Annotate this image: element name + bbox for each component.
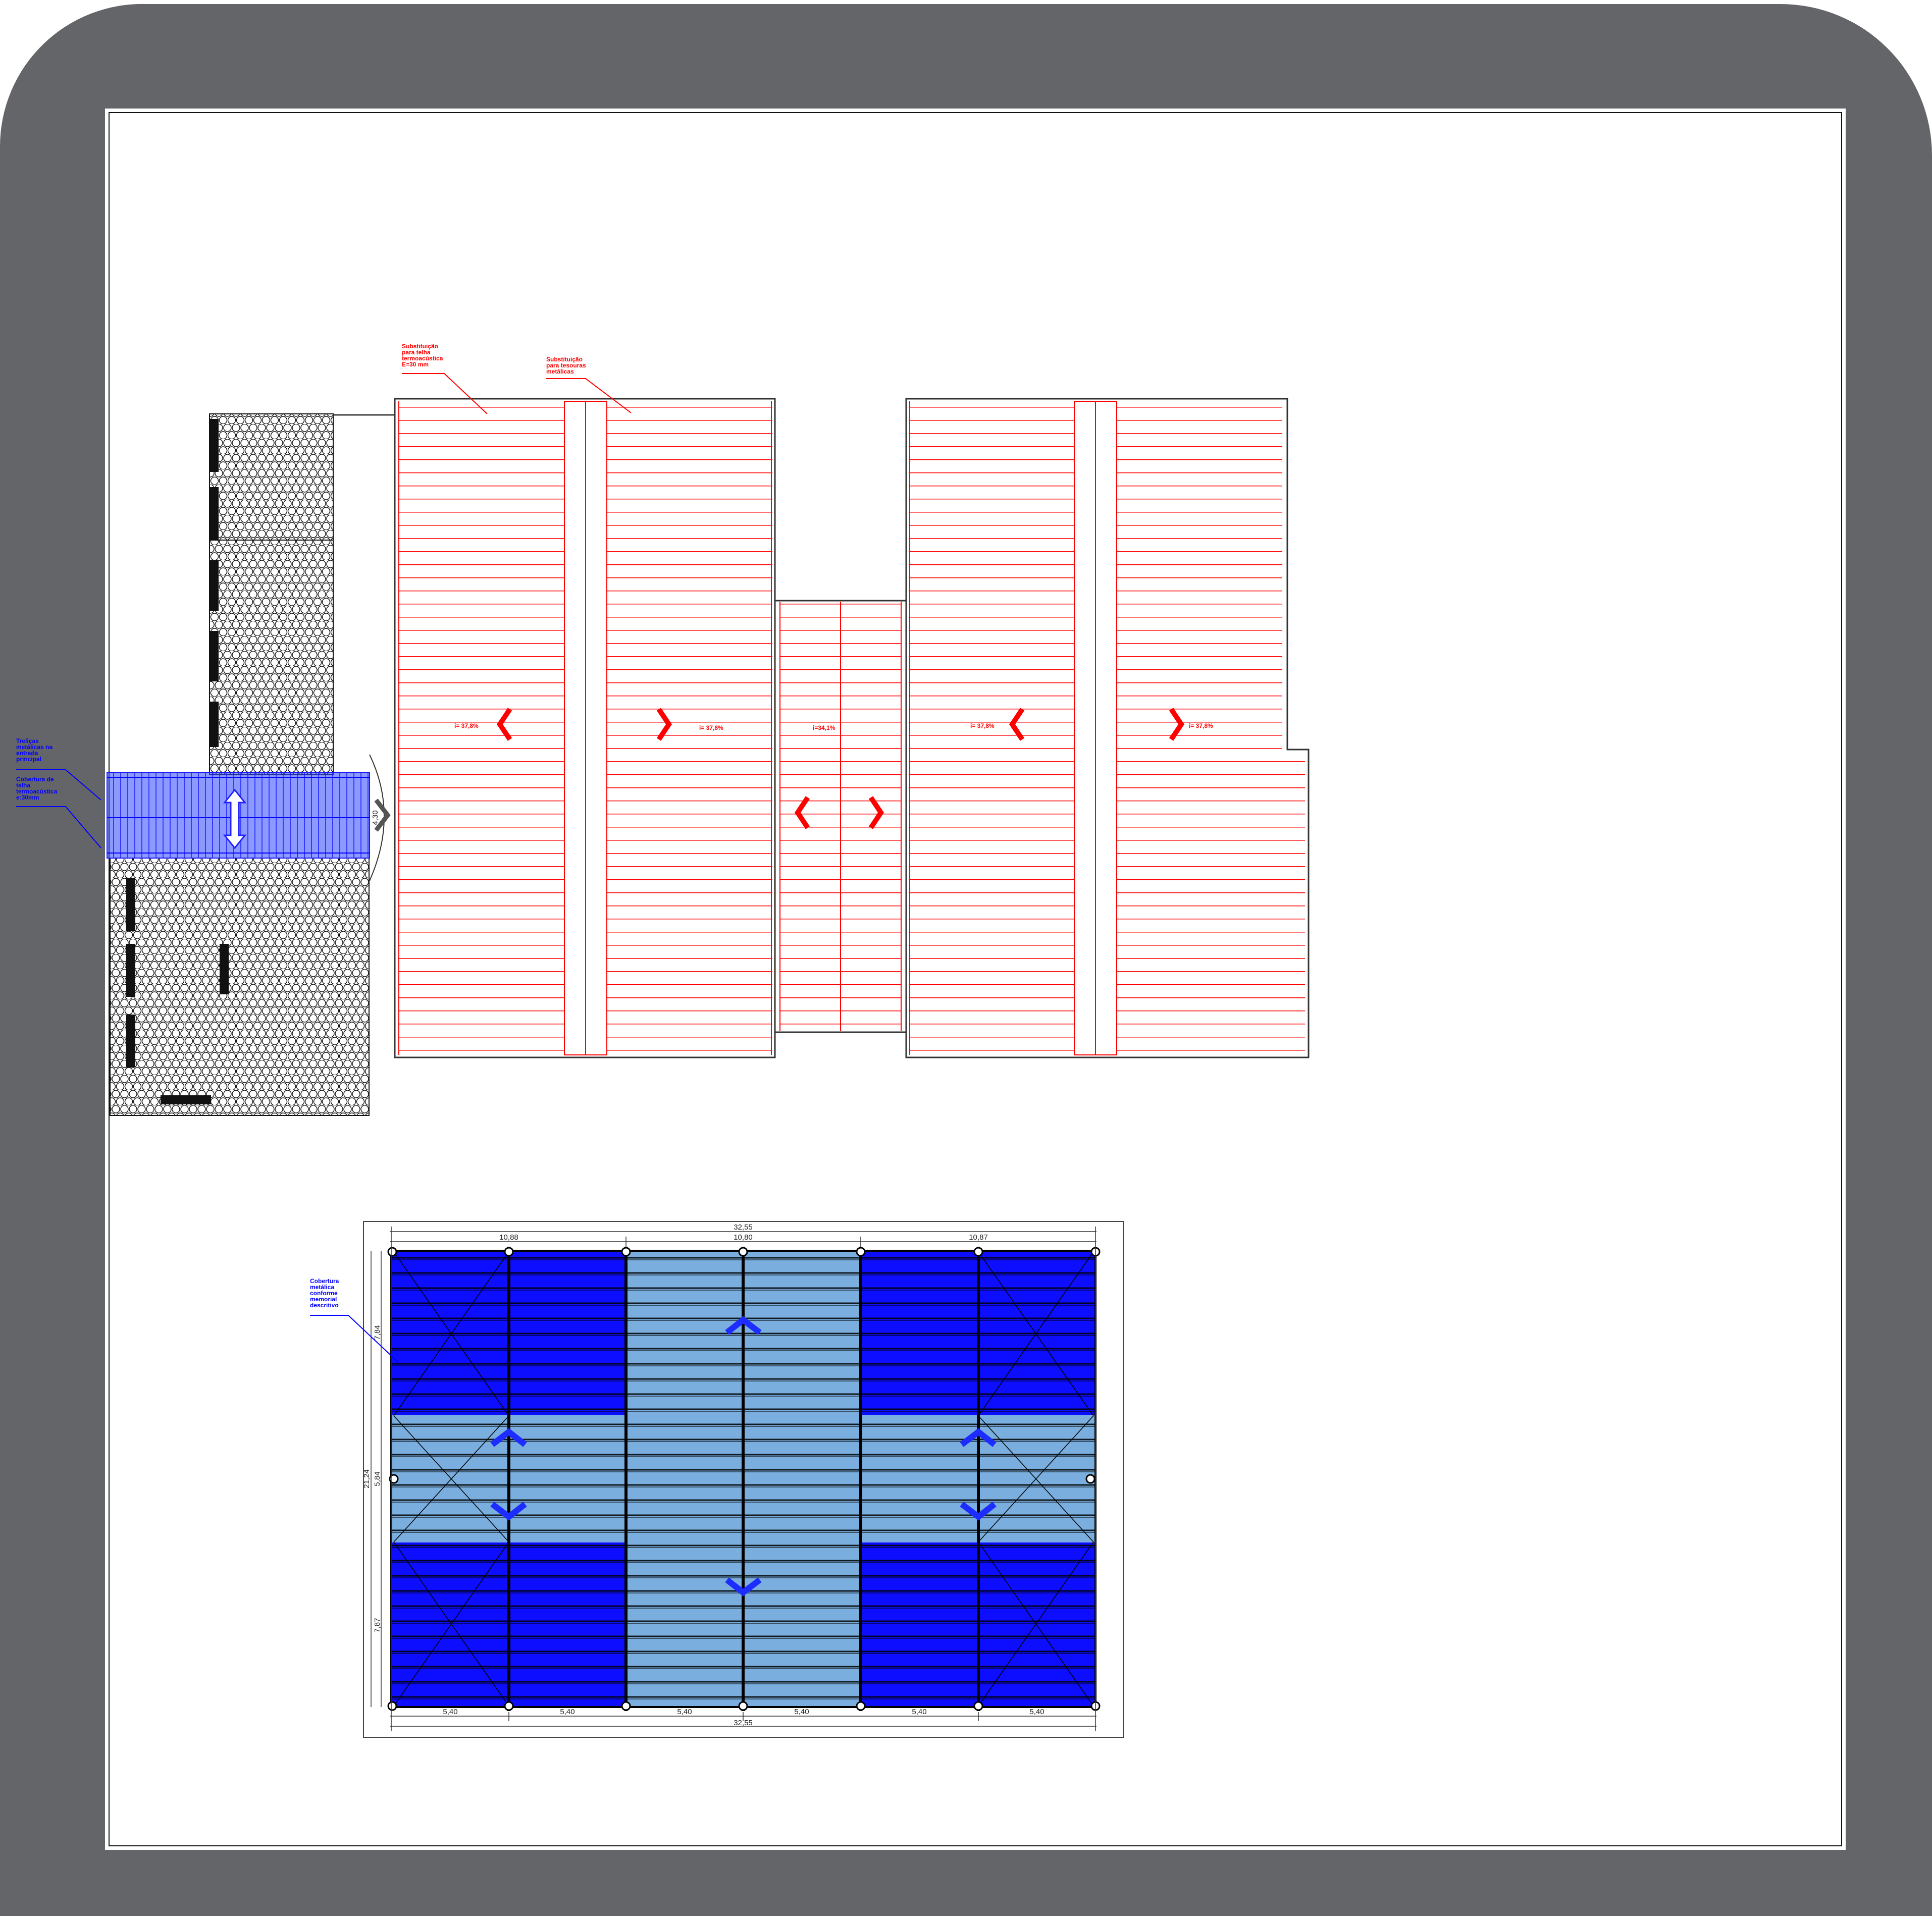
dim-top-right: 10,87 (969, 1233, 988, 1242)
dim-bottom-span-1: 5,40 (443, 1708, 457, 1716)
curb-marks (126, 419, 229, 1104)
dim-left-top: 7,84 (373, 1325, 382, 1340)
lower-roof-plan: 32,55 10,88 10,80 10,87 5,40 5,40 5,40 5… (310, 1221, 1124, 1738)
canopy-dimension: 4,30 (371, 810, 380, 825)
slope-label-2: i= 37,8% (699, 724, 723, 731)
dim-left-total: 21,24 (362, 1469, 371, 1488)
column-nodes (387, 1247, 1101, 1711)
dim-bottom-total: 32,55 (734, 1719, 753, 1727)
slope-label-5: i= 37,8% (1189, 722, 1213, 729)
dim-bottom-span-5: 5,40 (912, 1708, 926, 1716)
slope-arrow-icons (496, 708, 1185, 829)
slope-label-1: i= 37,8% (454, 722, 479, 729)
dim-bottom-span-3: 5,40 (677, 1708, 692, 1716)
dim-top-center: 10,80 (734, 1233, 753, 1242)
double-arrow-icon (223, 788, 247, 849)
dim-bottom-span-4: 5,40 (794, 1708, 809, 1716)
dim-bottom-span-6: 5,40 (1029, 1708, 1044, 1716)
dimension-lines (371, 1227, 1096, 1731)
flow-arrow-icon (374, 799, 391, 832)
cobblestone-lower (110, 858, 370, 1116)
flow-chevron-icons (490, 1316, 997, 1596)
structure-columns (507, 1247, 980, 1711)
slope-label-4: i= 37,8% (970, 722, 995, 729)
slope-label-3: i=34,1% (813, 724, 836, 731)
bracing-lines (393, 1251, 1094, 1707)
dim-top-total: 32,55 (734, 1223, 753, 1232)
dim-bottom-span-2: 5,40 (560, 1708, 575, 1716)
dim-left-bottom: 7,87 (373, 1618, 382, 1632)
dim-left-middle: 5,84 (373, 1471, 382, 1486)
dim-top-left: 10,88 (499, 1233, 518, 1242)
cobblestone-pattern (209, 413, 334, 775)
upper-roof-plan: 4,30 i= 37,8% i= 37,8% i=34 (16, 343, 1310, 1116)
